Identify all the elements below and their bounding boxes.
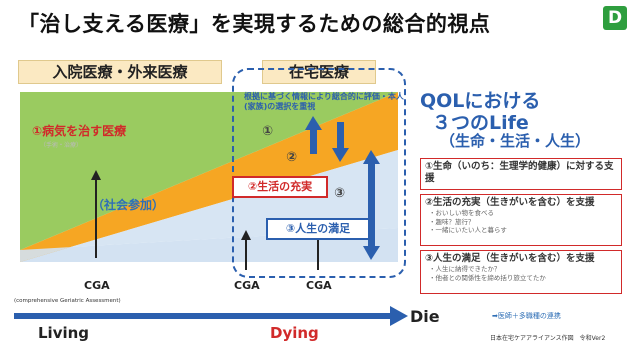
life-box-3-title: ③人生の満足（生きがいを含む）を支援 xyxy=(425,253,595,264)
up-arrow-icon xyxy=(305,116,322,154)
cure-region xyxy=(20,92,398,250)
life-box-2: ②生活の充実（生きがいを含む）を支援 ・おいしい物を食べる ・趣味？旅行？ ・一… xyxy=(420,194,622,246)
qol-subtitle: ３つのLife xyxy=(432,112,529,134)
header-home-care: 在宅医療 xyxy=(262,60,376,84)
life-enrichment-label: ②生活の充実 xyxy=(232,176,328,198)
header-inpatient: 入院医療・外来医療 xyxy=(18,60,222,84)
timeline-die: Die xyxy=(410,307,440,326)
cga-label-left: CGA xyxy=(84,279,110,292)
timeline-dying: Dying xyxy=(270,324,319,342)
social-participation-label: （社会参加） xyxy=(92,198,165,212)
life-box-2-title: ②生活の充実（生きがいを含む）を支援 xyxy=(425,197,595,208)
life-box-1: ①生命（いのち：生理学的健康）に対する支援 xyxy=(420,158,622,190)
life-box-2-bullet: ・趣味？旅行？ xyxy=(429,217,475,226)
timeline-living: Living xyxy=(38,324,90,342)
cga-label-mid: CGA xyxy=(234,279,260,292)
region-number-1: ① xyxy=(262,124,274,139)
home-care-dashed-box xyxy=(232,68,406,278)
life-region xyxy=(20,92,398,262)
timeline-arrow-icon xyxy=(14,306,408,326)
page-title: 「治し支える医療」を実現するための総合的視点 xyxy=(18,12,491,36)
cga-label-right: CGA xyxy=(306,279,332,292)
qol-parts: （生命・生活・人生） xyxy=(440,132,591,150)
life-box-2-bullet: ・一緒にいたい人と暮らす xyxy=(429,226,507,234)
region-number-2: ② xyxy=(286,150,298,165)
cga-arrow-left-icon xyxy=(91,170,101,258)
life-box-3-bullet: ・他者との関係性を締め括り旅立てたか xyxy=(429,273,546,282)
qol-title: QOLにおける xyxy=(420,90,541,112)
region-number-3: ③ xyxy=(334,186,346,201)
life-box-2-bullet: ・おいしい物を食べる xyxy=(429,209,494,217)
down-arrow-icon xyxy=(332,122,349,162)
assessment-note: 根拠に基づく情報により総合的に評価・本人(家族)の選択を重視 xyxy=(244,92,404,111)
life-box-3-bullet: ・人生に納得できたか？ xyxy=(429,265,501,273)
cure-faint-text: （手術・治療） xyxy=(40,142,83,149)
life-box-3: ③人生の満足（生きがいを含む）を支援 ・人生に納得できたか？ ・他者との関係性を… xyxy=(420,250,622,294)
collaboration-note: ➡医師＋多職種の連携 xyxy=(492,312,561,320)
credit-text: 日本在宅ケアアライアンス作図 令和Ver2 xyxy=(490,335,606,342)
cure-label: ①病気を治す医療 xyxy=(32,124,127,138)
life-satisfaction-label: ③人生の満足 xyxy=(266,218,370,240)
slide-badge: D xyxy=(603,6,627,30)
cga-note: (comprehensive Geriatric Assessment) xyxy=(14,298,121,304)
double-arrow-icon xyxy=(363,150,380,260)
life-box-1-title: ①生命（いのち：生理学的健康）に対する支援 xyxy=(425,161,614,184)
